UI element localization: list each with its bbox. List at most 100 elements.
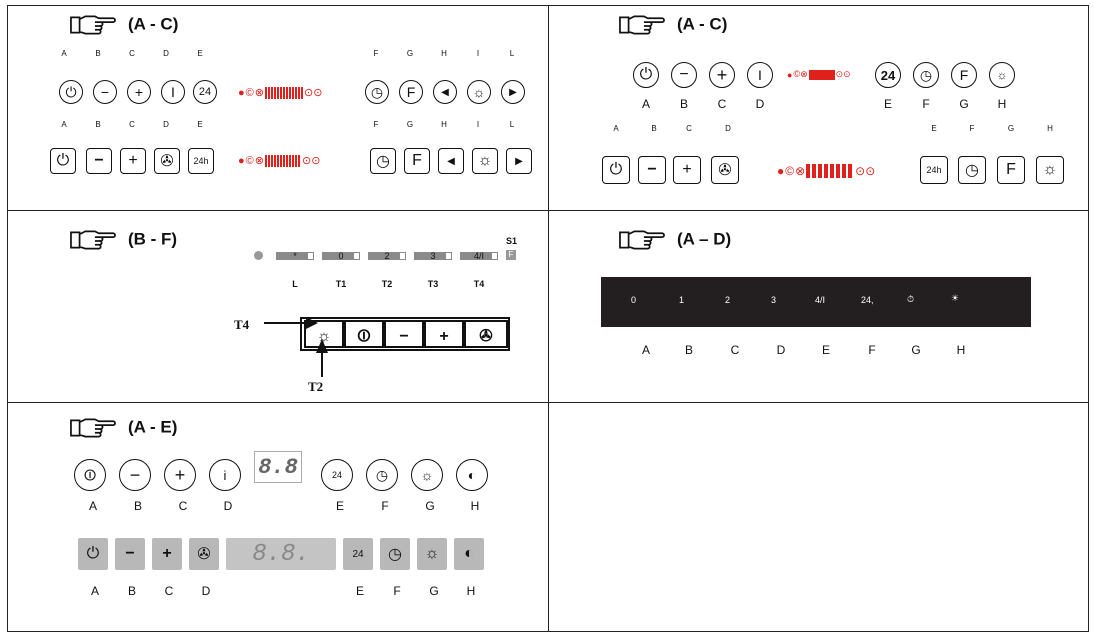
filter-button[interactable]: F [997,156,1025,184]
power-button[interactable]: ⏼ [344,320,384,348]
light-button[interactable]: ☼ [989,62,1015,88]
fan-button[interactable]: ✇ [464,320,508,348]
power-button[interactable]: ⏻ [59,80,83,104]
light-button[interactable]: ☼ [1036,156,1064,184]
timer-button[interactable]: ◷ [370,148,396,174]
light-button[interactable]: ☼ [472,148,498,174]
panel-4: (A – D) 0 1 2 3 4/I 24, ⏱ ☀ A B C D E F … [549,211,1089,402]
key-label: G [429,584,439,598]
indicator-text: 0 [338,251,344,261]
speed-3-key[interactable]: 3 [771,295,777,305]
power-button[interactable]: ⏻ [602,156,630,184]
timer-24-button[interactable]: 24 [321,459,353,491]
level-bars [264,154,301,167]
filter-icon: © [245,86,254,99]
left-arrow-button[interactable]: ◀ [438,148,464,174]
speed-2-key[interactable]: 2 [725,295,731,305]
left-arrow-button[interactable]: ◀ [433,80,457,104]
light-dim-button[interactable]: ◐ [456,459,488,491]
key-label: A [641,97,650,111]
plus-button[interactable]: + [127,80,151,104]
indicator-label: T3 [427,279,439,289]
timer-button[interactable]: ◷ [366,459,398,491]
minus-button[interactable]: − [93,80,117,104]
level-indicator: 0 [322,251,360,261]
indicator-text: * [293,251,297,261]
timer-24-button[interactable]: 24 [875,62,901,88]
minus-button[interactable]: − [115,538,145,570]
power-button[interactable]: ⏻ [78,538,108,570]
timer-key[interactable]: ⏱ [907,294,915,304]
minus-button[interactable]: − [384,320,424,348]
timer-24h-button[interactable]: 24h [188,148,214,174]
timer-button[interactable]: ◷ [380,538,410,570]
reference-text: (A - C) [677,14,728,34]
power-button[interactable]: ⏻ [633,62,659,88]
light-dim-button[interactable]: ◐ [454,538,484,570]
t2-label: T2 [308,379,324,394]
fan-button[interactable]: ✇ [711,156,739,184]
light-button[interactable]: ☼ [411,459,443,491]
pointing-hand-icon [70,417,116,439]
key-label: F [868,343,876,357]
minus-button[interactable]: − [638,156,666,184]
level-indicator: * [276,251,314,261]
timer-24h-button[interactable]: 24h [920,156,948,184]
filter-button[interactable]: F [404,148,430,174]
key-label: F [381,499,389,513]
power-button[interactable]: ⏻ [50,148,76,174]
filter-button[interactable]: F [951,62,977,88]
power-button[interactable]: ⏼ [74,459,106,491]
display-value: 8.8. [252,540,310,568]
plus-button[interactable]: + [424,320,464,348]
light-button[interactable]: ☼ [417,538,447,570]
light-button[interactable]: ☼ [467,80,491,104]
light-key[interactable]: ☀ [951,293,960,303]
plus-button[interactable]: + [673,156,701,184]
plus-button[interactable]: + [709,62,735,88]
key-label: B [679,97,688,111]
status-led [254,251,263,260]
plus-button[interactable]: + [120,148,146,174]
indicator-strip: ●©⊗ ⊙⊙ [238,86,322,99]
timer-24h-button[interactable]: 24 [343,538,373,570]
fan-button[interactable]: ✇ [189,538,219,570]
speed-1-key[interactable]: 1 [679,295,685,305]
speed-4-key[interactable]: 4/I [815,295,826,305]
timer-24-key[interactable]: 24, [861,295,874,305]
timer-button[interactable]: ◷ [365,80,389,104]
minus-button[interactable]: − [86,148,112,174]
key-label: C [164,584,174,598]
drop-icon: ● [777,164,785,178]
key-label: H [466,584,476,598]
info-button[interactable]: i [209,459,241,491]
plus-button[interactable]: + [152,538,182,570]
timer-button[interactable]: ◷ [913,62,939,88]
fan-button[interactable]: ✇ [154,148,180,174]
plus-button[interactable]: + [164,459,196,491]
key-label: L [509,49,515,58]
panel-1: (A - C) A B C D E ⏻ − + I 24 ●©⊗ ⊙⊙ F G … [8,6,548,210]
level-bars [806,164,855,178]
key-label: H [441,49,447,58]
intensive-button[interactable]: I [161,80,185,104]
key-label: H [441,120,447,129]
minus-button[interactable]: − [671,62,697,88]
timer-button[interactable]: ◷ [958,156,986,184]
filter-button[interactable]: F [399,80,423,104]
t4-label: T4 [234,317,250,332]
timer-24-button[interactable]: 24 [193,80,217,104]
key-label: B [651,124,657,133]
power-touch-key[interactable]: 0 [631,295,637,305]
light-button[interactable]: ☼ [304,320,344,348]
intensive-button[interactable]: I [747,62,773,88]
key-label: B [95,120,101,129]
panel-reference: (A - C) [619,14,727,36]
right-arrow-button[interactable]: ▶ [506,148,532,174]
s1-indicator: F [506,250,516,260]
minus-button[interactable]: − [119,459,151,491]
key-label: G [425,499,435,513]
right-arrow-button[interactable]: ▶ [501,80,525,104]
key-label: D [755,97,765,111]
